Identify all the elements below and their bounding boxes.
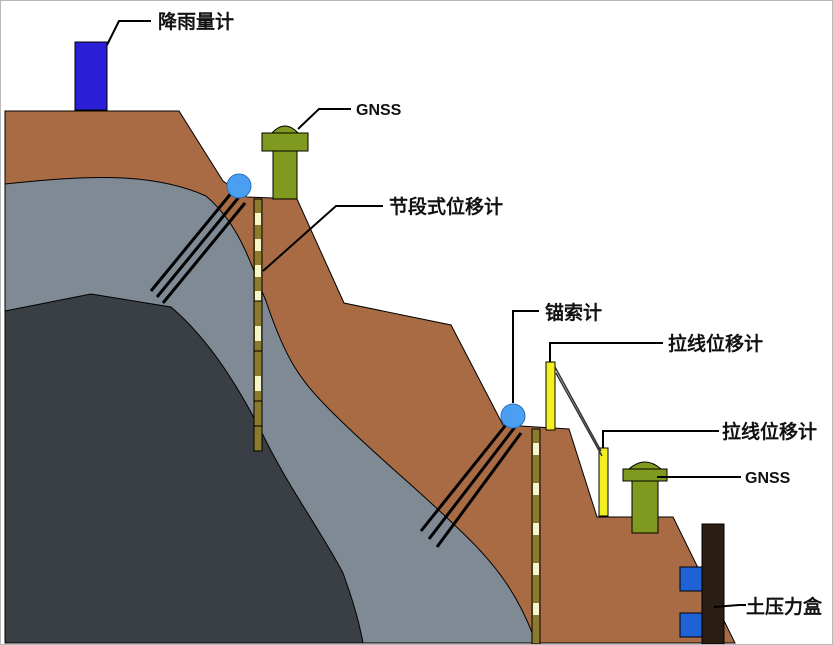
- bedrock-layer: [4, 293, 364, 644]
- rain-gauge-label: 降雨量计: [158, 10, 234, 33]
- leader-pressure-cell: [713, 604, 746, 608]
- anchor-cable-meter-lower: [500, 403, 526, 429]
- gnss-top-label: GNSS: [356, 102, 402, 119]
- wire-displacement-meter-2-icon: [598, 447, 609, 517]
- earth-pressure-cell-1-icon: [679, 566, 703, 592]
- leader-anchor-meter: [512, 310, 539, 403]
- leader-gnss-top: [297, 108, 351, 130]
- leader-wire-1: [549, 342, 663, 362]
- gnss-lower-icon: [622, 461, 668, 534]
- anchor-cable-meter-label: 锚索计: [545, 301, 602, 324]
- gnss-lower-label: GNSS: [745, 470, 791, 487]
- anchor-cable-meter-upper: [226, 173, 252, 199]
- rain-gauge-icon: [74, 41, 108, 111]
- anchor-cables-upper: [149, 190, 247, 304]
- pressure-support-post: [701, 523, 725, 644]
- segmental-displacement-meter-lower: [531, 428, 541, 644]
- wire-connection: [554, 366, 603, 457]
- wire-displacement-1-label: 拉线位移计: [668, 332, 763, 355]
- segmental-displacement-meter-upper: [253, 198, 263, 452]
- earth-pressure-cell-label: 土压力盒: [746, 595, 823, 618]
- leader-segmental: [262, 205, 383, 272]
- earth-pressure-cell-2-icon: [679, 612, 703, 638]
- wire-displacement-meter-1-icon: [545, 361, 556, 431]
- segmental-displacement-label: 节段式位移计: [389, 195, 503, 218]
- gnss-upper-icon: [261, 125, 309, 200]
- anchor-cables-lower: [419, 420, 523, 548]
- leader-wire-2: [602, 430, 719, 448]
- wire-displacement-2-label: 拉线位移计: [722, 420, 817, 443]
- leader-rain-gauge: [106, 20, 151, 46]
